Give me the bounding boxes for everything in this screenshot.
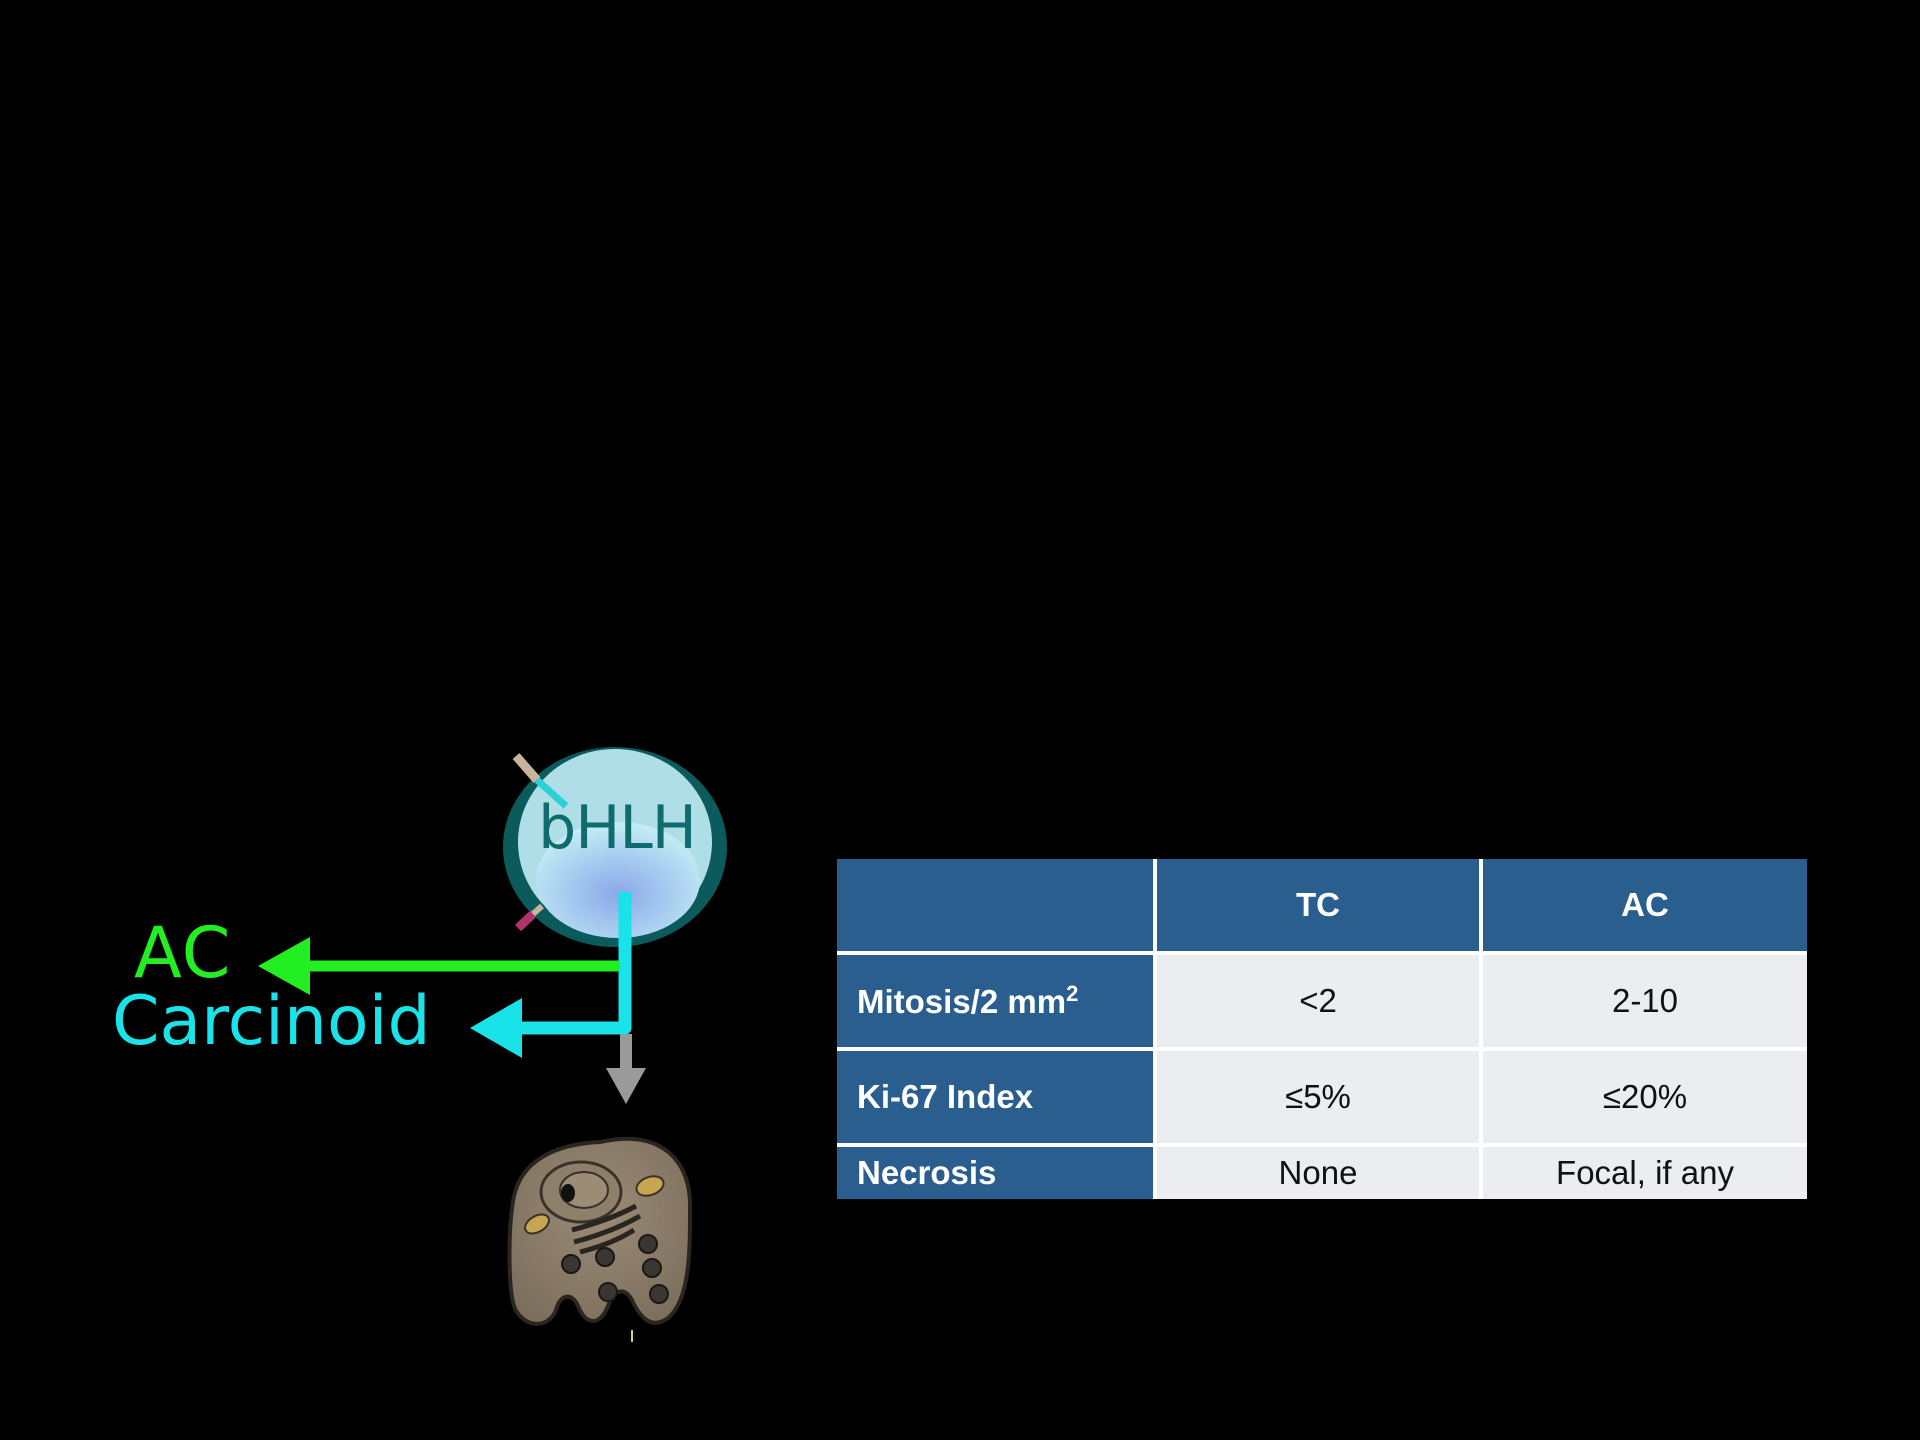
ac-label: AC <box>134 912 232 994</box>
header-empty <box>837 859 1157 955</box>
ac-arrow <box>258 937 620 995</box>
cell-necrosis-tc: None <box>1153 1143 1483 1199</box>
cell-mitosis-ac: 2-10 <box>1479 951 1807 1051</box>
down-arrow <box>606 1034 646 1104</box>
row-label-ki67: Ki-67 Index <box>837 1047 1157 1147</box>
neuroendocrine-cell-icon <box>507 1136 693 1342</box>
table-row: Mitosis/2 mm2 <2 2-10 <box>837 951 1807 1051</box>
cell-ki67-tc: ≤5% <box>1153 1047 1483 1147</box>
row-label-mitosis: Mitosis/2 mm2 <box>837 951 1157 1051</box>
header-tc: TC <box>1153 859 1483 955</box>
bhlh-label: bHLH <box>538 793 697 863</box>
row-label-necrosis: Necrosis <box>837 1143 1157 1199</box>
cell-necrosis-ac: Focal, if any <box>1479 1143 1807 1199</box>
header-ac: AC <box>1479 859 1807 955</box>
criteria-table: TC AC Mitosis/2 mm2 <2 2-10 Ki-67 Index … <box>837 859 1807 1199</box>
table-row: Ki-67 Index ≤5% ≤20% <box>837 1047 1807 1147</box>
table-row: Necrosis None Focal, if any <box>837 1143 1807 1199</box>
cell-ki67-ac: ≤20% <box>1479 1047 1807 1147</box>
carcinoid-label: Carcinoid <box>112 982 431 1061</box>
table-header-row: TC AC <box>837 859 1807 955</box>
nucleus-icon <box>503 747 727 947</box>
carcinoid-arrow <box>470 892 632 1058</box>
cell-mitosis-tc: <2 <box>1153 951 1483 1051</box>
